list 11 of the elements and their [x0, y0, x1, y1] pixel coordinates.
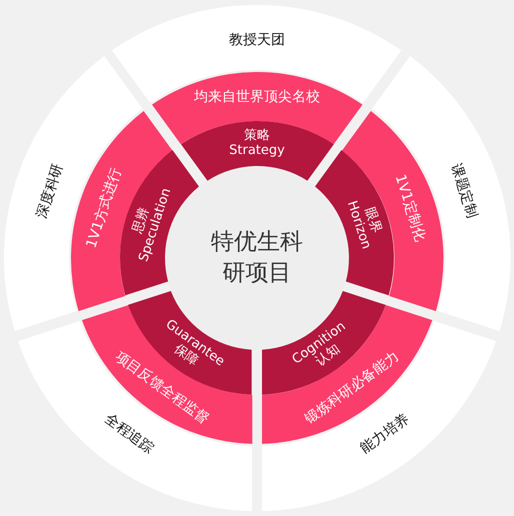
segment-label: 均来自世界顶尖名校: [194, 88, 320, 106]
segment-label: 全程追踪: [101, 411, 156, 458]
segment-label: 课题定制: [448, 162, 481, 220]
center-title: 特优生科研项目: [211, 228, 303, 288]
segment-label: 1V1定制化: [392, 172, 428, 244]
segment-label: 深度科研: [33, 162, 66, 220]
segment-label: 策略 Strategy: [229, 129, 285, 159]
segment-label: 教授天团: [228, 32, 285, 48]
segment-label: 1V1方式进行: [83, 166, 124, 250]
segment-label: 能力培养: [358, 411, 412, 458]
segment-label: 眼界 Horizon: [344, 198, 386, 252]
